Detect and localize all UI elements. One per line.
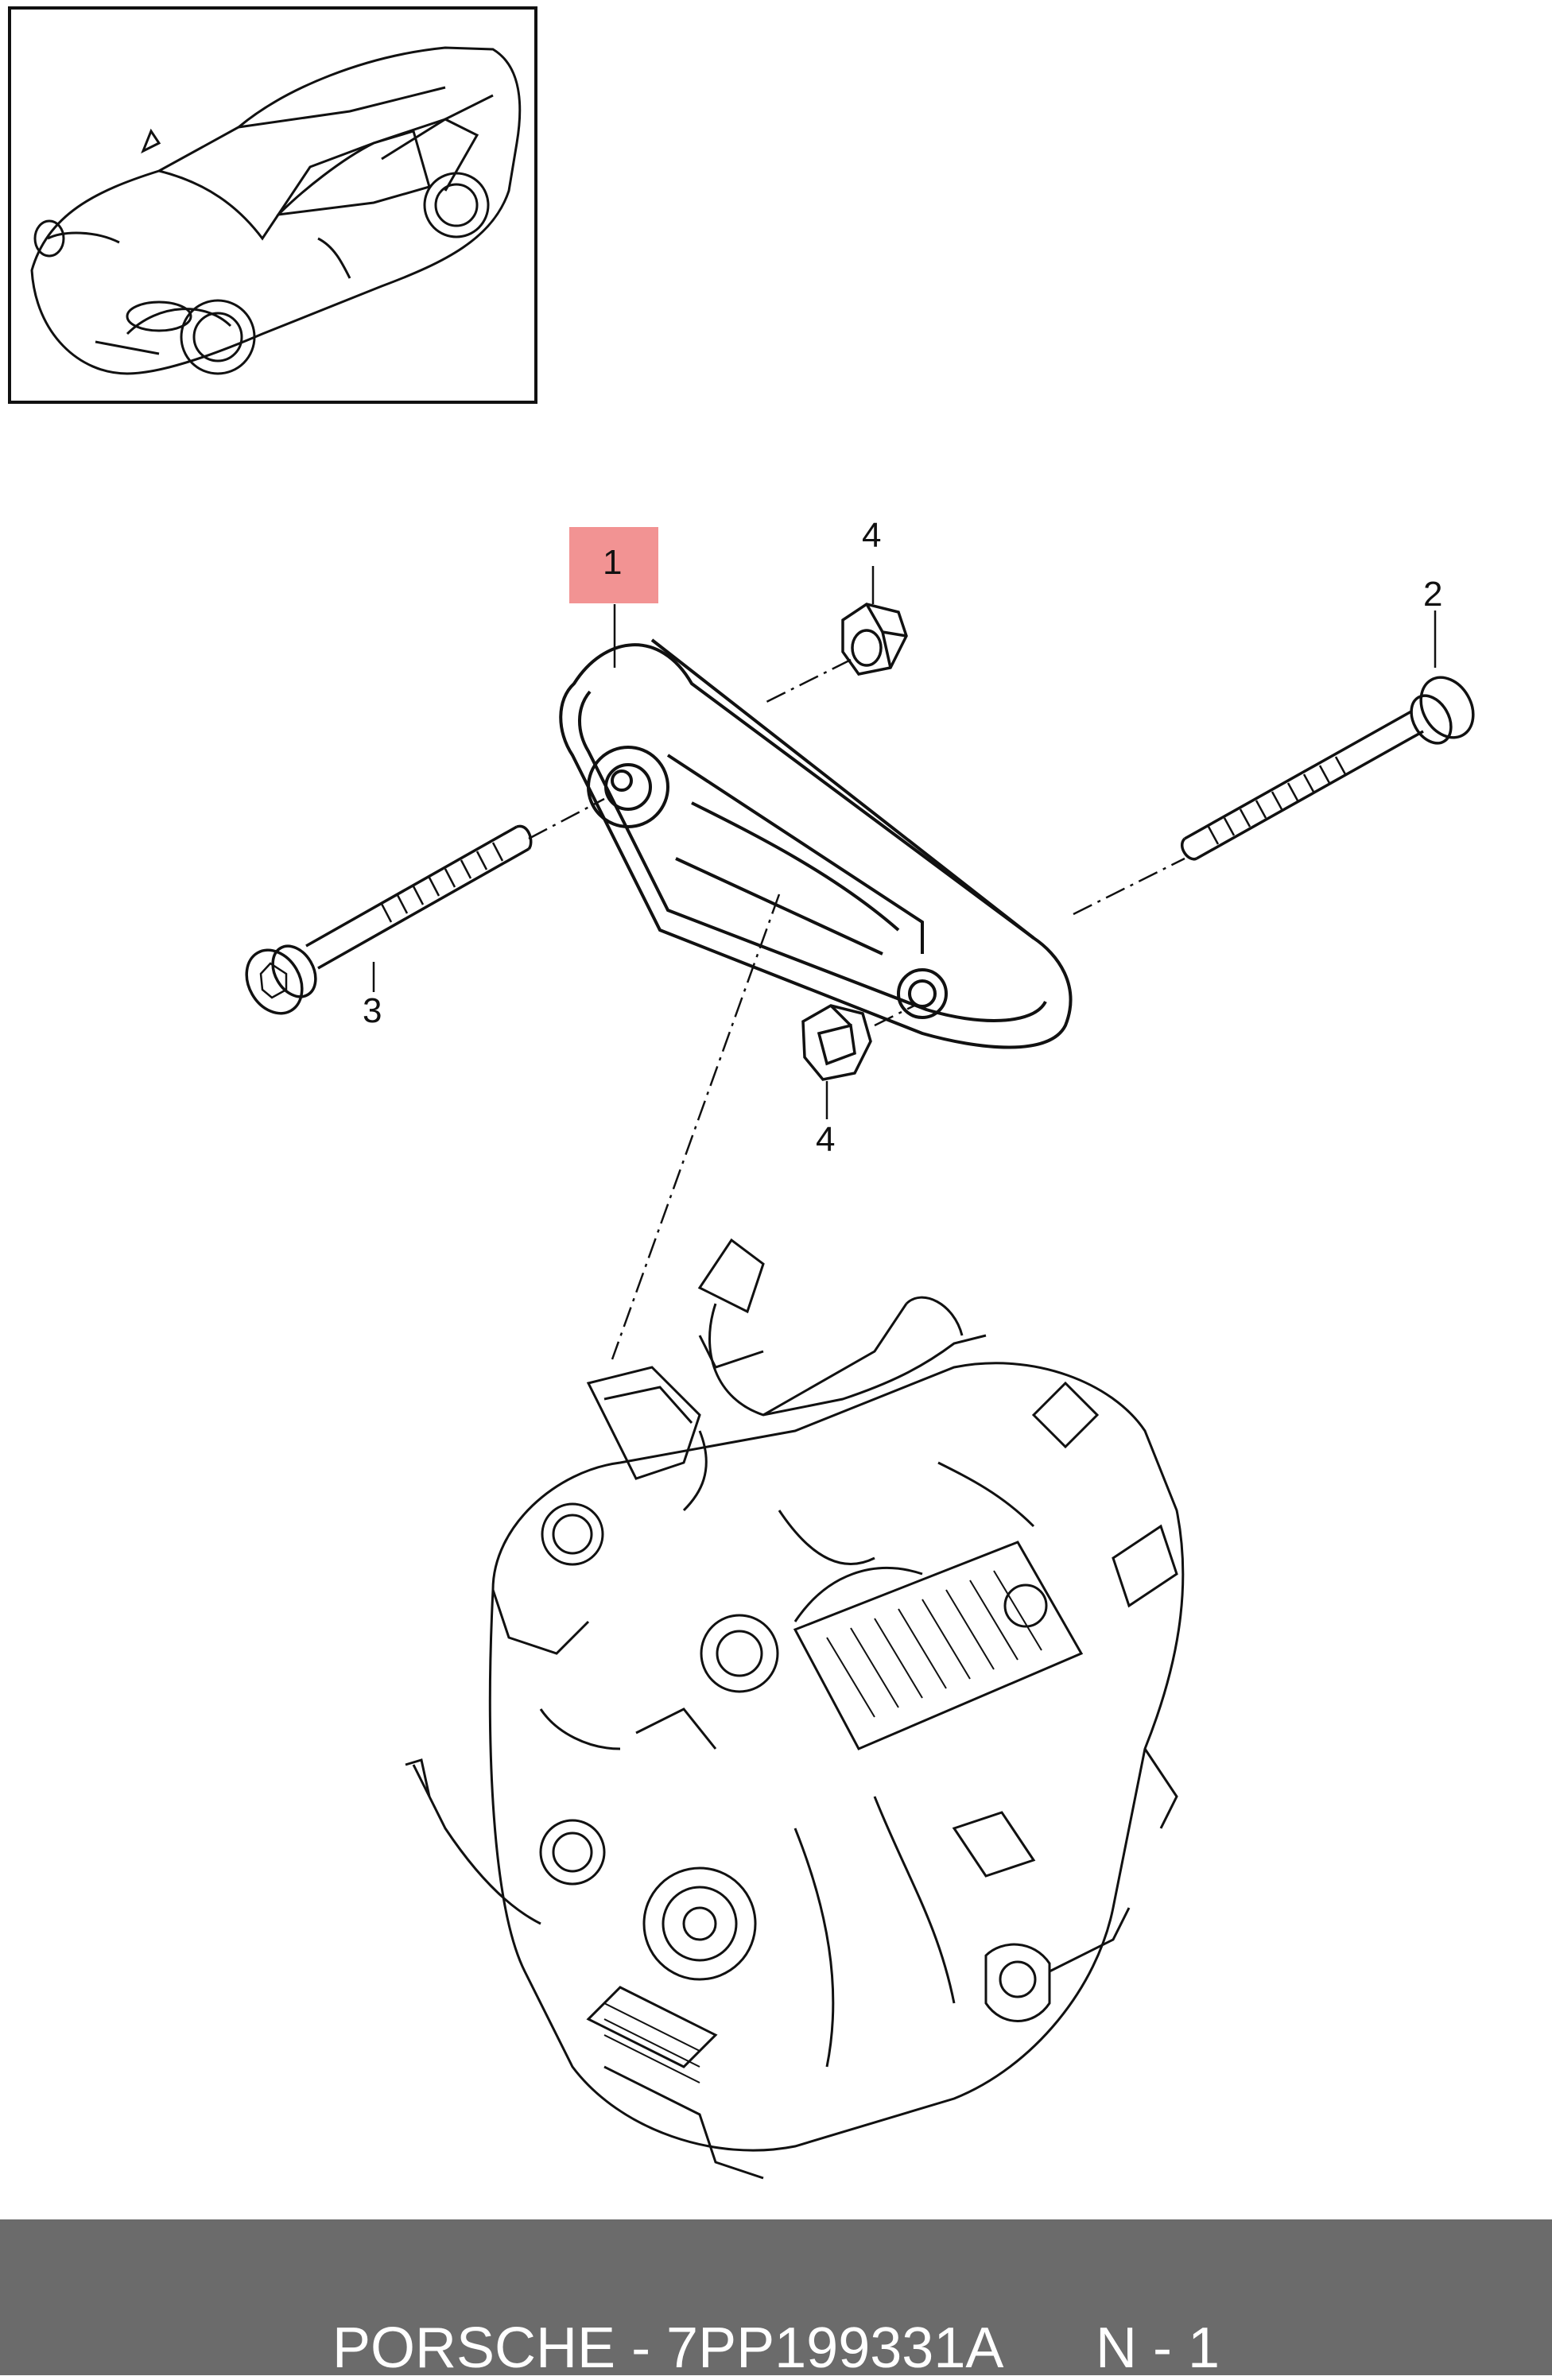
assembly-lines bbox=[528, 658, 1185, 1360]
callout-part-4-bottom[interactable]: 4 bbox=[816, 1120, 836, 1159]
nut-4-top bbox=[841, 603, 908, 676]
callout-part-4-top[interactable]: 4 bbox=[862, 516, 882, 555]
callout-part-2[interactable]: 2 bbox=[1423, 575, 1443, 614]
nut-4-bottom bbox=[801, 1004, 872, 1081]
vehicle-thumbnail bbox=[8, 6, 537, 404]
part-1-highlight bbox=[569, 527, 658, 603]
engine-bracket bbox=[559, 638, 1073, 1049]
leader-lines bbox=[372, 566, 1437, 1119]
bolt-2 bbox=[1180, 676, 1475, 861]
footer-brand-part-number: PORSCHE - 7PP199331A bbox=[332, 2316, 1004, 2380]
callout-part-1[interactable]: 1 bbox=[603, 543, 623, 582]
engine-assembly bbox=[405, 1238, 1185, 2180]
callout-part-3[interactable]: 3 bbox=[363, 991, 382, 1030]
footer-quantity: N - 1 bbox=[1096, 2316, 1220, 2380]
bolt-3 bbox=[245, 824, 533, 1015]
footer-bar bbox=[0, 2219, 1552, 2375]
